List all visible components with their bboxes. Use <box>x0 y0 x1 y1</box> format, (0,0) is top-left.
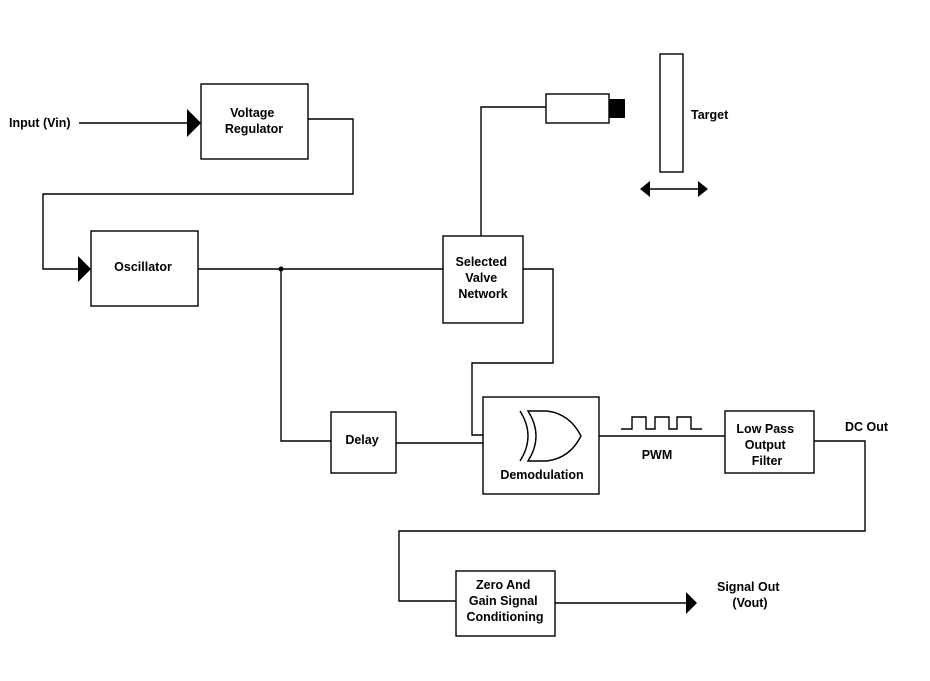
target-plate <box>659 53 684 173</box>
voltage-regulator-block <box>200 83 309 160</box>
wire-valve-gate <box>471 268 554 436</box>
sensor-probe-tip <box>609 99 625 118</box>
target-label: Target <box>691 108 729 122</box>
signal-out-arrow-icon <box>686 592 697 614</box>
oscillator-block <box>90 230 199 307</box>
input-label: Input (Vin) <box>9 116 71 130</box>
selected-valve-network-block <box>442 235 524 324</box>
input-arrow-icon <box>187 109 201 137</box>
pwm-label: PWM <box>642 448 673 462</box>
pwm-waveform-icon <box>621 416 702 430</box>
demodulation-block <box>482 396 600 495</box>
target-arrow-left-icon <box>640 181 650 197</box>
dc-out-label: DC Out <box>845 420 889 434</box>
wire-valve-probe <box>480 106 546 236</box>
selected-valve-network-label: Selected Valve Network <box>456 255 511 301</box>
delay-label: Delay <box>345 433 378 447</box>
wire-regulator-oscillator <box>42 118 354 270</box>
xor-gate-icon <box>526 410 582 462</box>
target-arrow-right-icon <box>698 181 708 197</box>
voltage-regulator-label: Voltage Regulator <box>225 106 283 136</box>
wire-filter-conditioning <box>398 440 866 602</box>
signal-out-label: Signal Out (Vout) <box>717 580 783 610</box>
demodulation-label: Demodulation <box>500 468 583 482</box>
zero-gain-block <box>455 570 556 637</box>
low-pass-filter-block <box>724 410 815 474</box>
low-pass-filter-label: Low Pass Output Filter <box>736 422 797 468</box>
oscillator-label: Oscillator <box>114 260 172 274</box>
zero-gain-label: Zero And Gain Signal Conditioning <box>466 578 543 624</box>
wire-junction-delay <box>280 269 331 442</box>
delay-block <box>330 411 397 474</box>
xor-gate-back-arc <box>519 410 529 462</box>
sensor-probe <box>545 93 610 124</box>
oscillator-arrow-icon <box>78 256 91 282</box>
